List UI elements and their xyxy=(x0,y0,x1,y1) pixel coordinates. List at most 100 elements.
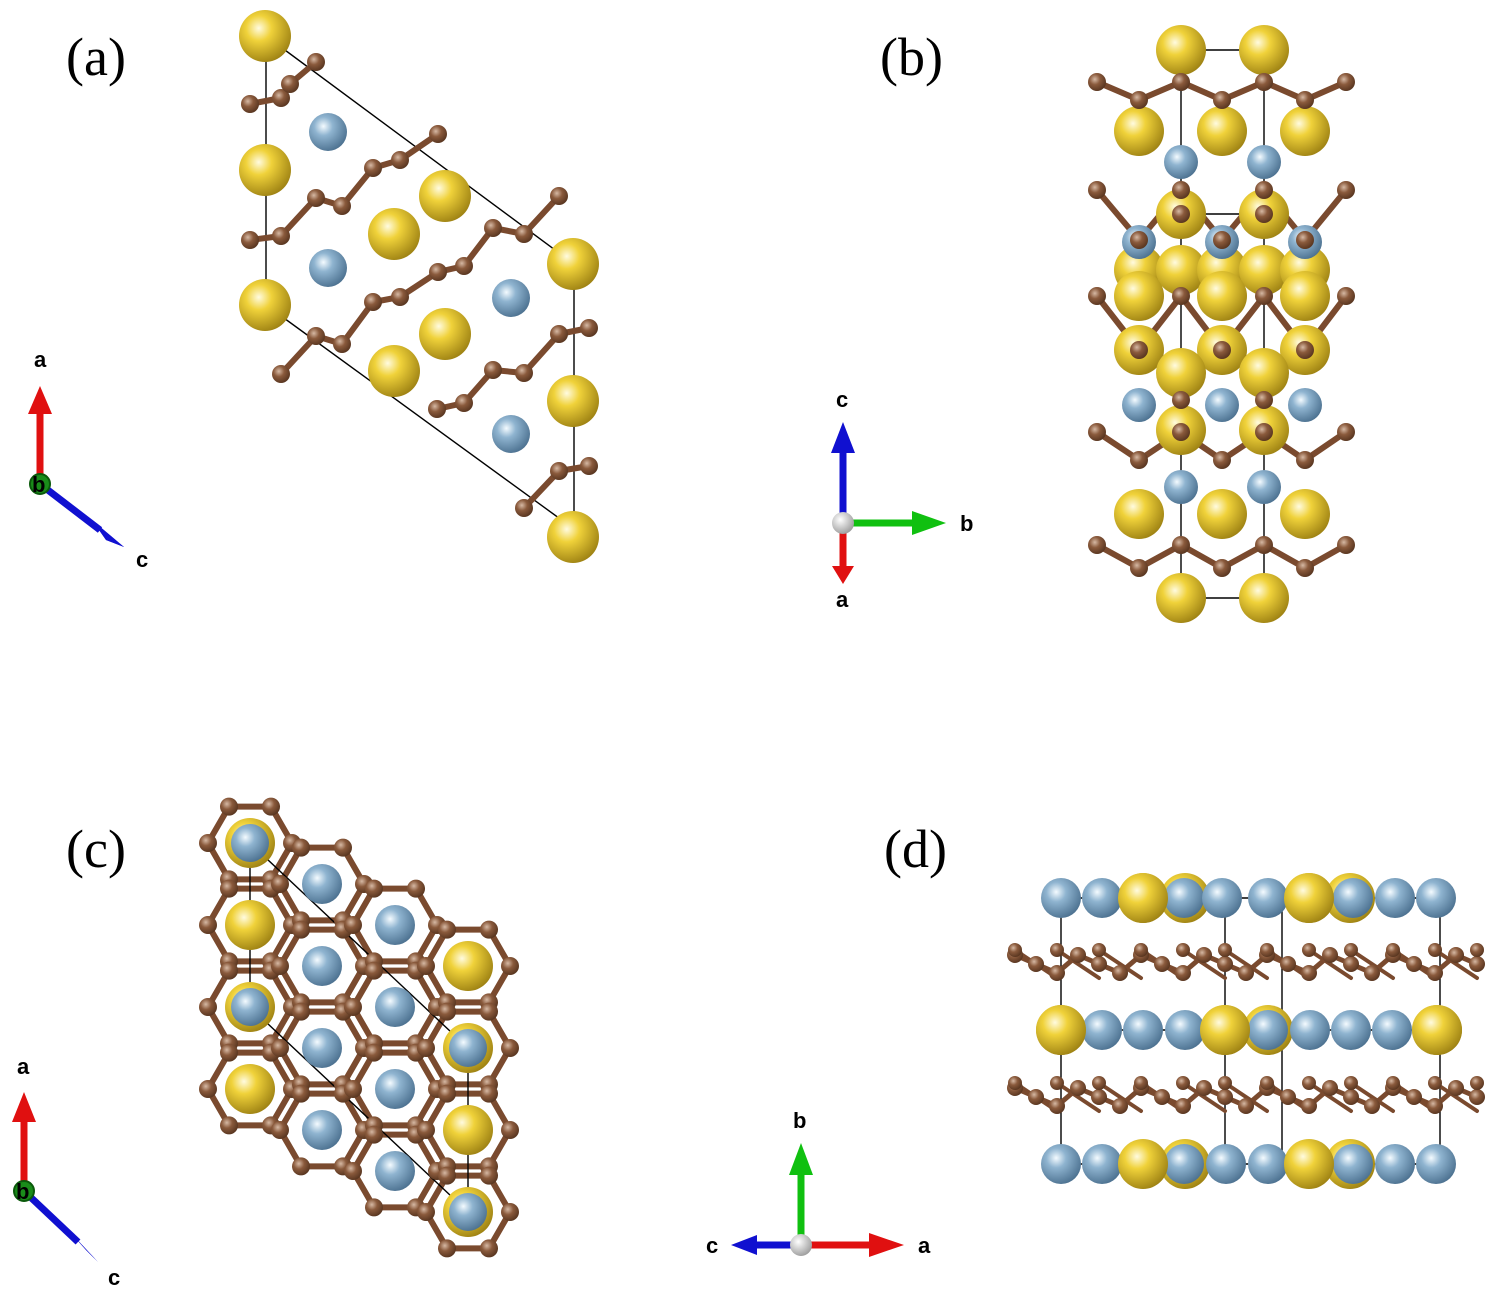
blue-atom xyxy=(1082,878,1122,918)
carbon-atom xyxy=(1296,559,1314,577)
carbon-atom xyxy=(1469,1089,1485,1105)
carbon-atom xyxy=(1196,1080,1212,1096)
carbon-atom xyxy=(417,1121,435,1139)
carbon-atom xyxy=(1301,1098,1317,1114)
carbon-atom xyxy=(1255,287,1273,305)
carbon-atom xyxy=(1364,965,1380,981)
carbon-atom xyxy=(1301,965,1317,981)
axis-a-label-c: c xyxy=(136,547,148,572)
carbon-atom xyxy=(1343,956,1359,972)
yellow-atom xyxy=(239,144,291,196)
blue-atom xyxy=(375,905,415,945)
carbon-atom xyxy=(391,288,409,306)
carbon-atom xyxy=(292,1084,310,1103)
carbon-atom xyxy=(484,219,502,237)
carbon-atom xyxy=(1296,231,1314,249)
c-c-bond xyxy=(1307,1081,1353,1113)
carbon-atom xyxy=(1337,536,1355,554)
yellow-atom xyxy=(547,511,599,563)
carbon-atom xyxy=(480,1166,498,1185)
blue-atom xyxy=(309,249,347,287)
carbon-atom xyxy=(1134,1076,1148,1090)
axis-a-label-b: b xyxy=(32,472,45,497)
carbon-atom xyxy=(344,1080,362,1098)
carbon-atom xyxy=(1112,1098,1128,1114)
carbon-atom xyxy=(1470,1076,1484,1090)
yellow-atom xyxy=(1156,573,1206,623)
carbon-atom xyxy=(1406,1089,1422,1105)
carbon-atom xyxy=(1092,1076,1106,1090)
carbon-atom xyxy=(344,916,362,934)
blue-atom xyxy=(449,1029,487,1067)
blue-atom xyxy=(1372,1010,1412,1050)
carbon-atom xyxy=(1238,1098,1254,1114)
blue-atom xyxy=(302,946,342,986)
blue-atom xyxy=(302,1028,342,1068)
carbon-atom xyxy=(1213,559,1231,577)
carbon-atom xyxy=(271,875,289,893)
axis-triad-d: b c a xyxy=(706,1108,931,1258)
blue-atom xyxy=(1333,1144,1373,1184)
carbon-atom xyxy=(1217,1089,1233,1105)
carbon-atom xyxy=(417,1203,435,1221)
carbon-atom xyxy=(417,957,435,975)
carbon-atom xyxy=(1092,943,1106,957)
carbon-atom xyxy=(438,1166,456,1185)
blue-atom xyxy=(1248,878,1288,918)
blue-atom xyxy=(1164,145,1198,179)
carbon-atom xyxy=(365,1125,383,1144)
carbon-atom xyxy=(241,95,259,113)
carbon-atom xyxy=(1088,423,1106,441)
carbon-atom xyxy=(307,189,325,207)
carbon-atom xyxy=(271,957,289,975)
carbon-atom xyxy=(1427,1098,1443,1114)
yellow-atom xyxy=(225,1064,275,1114)
blue-atom xyxy=(1248,1010,1288,1050)
carbon-atom xyxy=(307,53,325,71)
yellow-atom xyxy=(1156,245,1206,295)
c-c-bond xyxy=(1433,948,1479,980)
carbon-atom xyxy=(429,263,447,281)
blue-atom xyxy=(1164,1144,1204,1184)
panel-a-structure xyxy=(239,10,599,563)
carbon-atom xyxy=(1280,1089,1296,1105)
axis-c-label-a: a xyxy=(17,1054,30,1079)
carbon-atom xyxy=(580,319,598,337)
blue-atom xyxy=(375,1069,415,1109)
blue-atom xyxy=(1041,1144,1081,1184)
carbon-atom xyxy=(501,957,519,975)
yellow-atom xyxy=(1239,245,1289,295)
c-c-bond xyxy=(1055,1081,1101,1113)
carbon-atom xyxy=(1260,1076,1274,1090)
carbon-atom xyxy=(1070,947,1086,963)
carbon-atom xyxy=(515,364,533,382)
yellow-atom xyxy=(1118,1139,1168,1189)
carbon-atom xyxy=(365,961,383,980)
blue-atom xyxy=(309,113,347,151)
carbon-atom xyxy=(1028,956,1044,972)
blue-atom xyxy=(231,824,269,862)
c-c-bond xyxy=(1097,948,1143,980)
yellow-atom xyxy=(443,1105,493,1155)
panel-label-c: (c) xyxy=(66,819,126,879)
carbon-atom xyxy=(1302,943,1316,957)
carbon-atom xyxy=(1344,1076,1358,1090)
carbon-atom xyxy=(1280,956,1296,972)
carbon-atom xyxy=(262,797,280,816)
carbon-atom xyxy=(1217,956,1233,972)
carbon-atom xyxy=(1091,956,1107,972)
carbon-atom xyxy=(344,1162,362,1180)
carbon-atom xyxy=(1088,287,1106,305)
carbon-atom xyxy=(1255,205,1273,223)
blue-atom xyxy=(1082,1144,1122,1184)
yellow-atom xyxy=(419,170,471,222)
carbon-atom xyxy=(1255,391,1273,409)
blue-atom xyxy=(449,1193,487,1231)
yellow-atom xyxy=(547,238,599,290)
blue-atom xyxy=(302,1110,342,1150)
blue-atom xyxy=(492,279,530,317)
yellow-atom xyxy=(368,208,420,260)
carbon-atom xyxy=(1172,287,1190,305)
blue-atom xyxy=(1248,1144,1288,1184)
